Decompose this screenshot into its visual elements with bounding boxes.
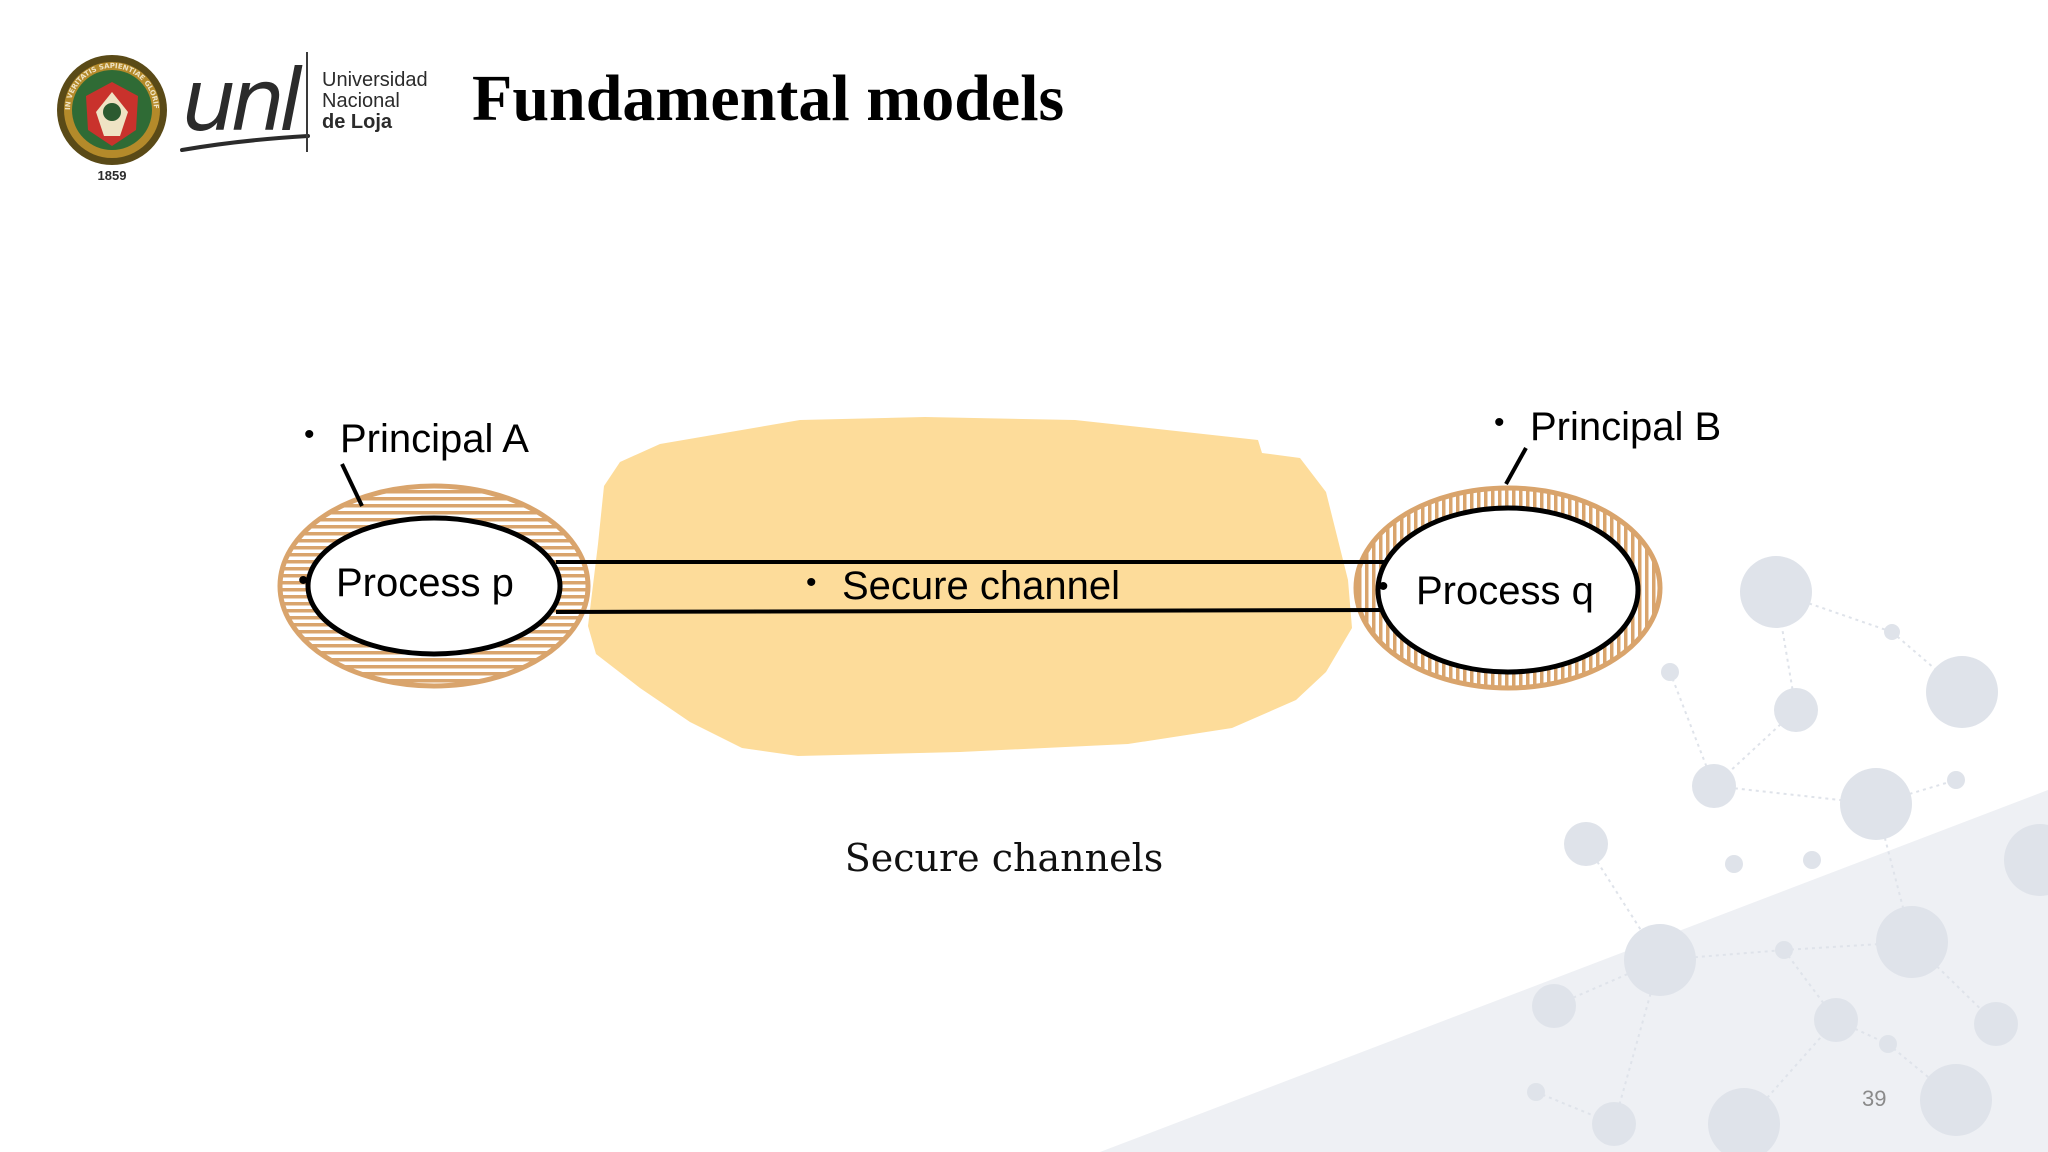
university-seal-icon: IN VERITATIS SAPIENTIAE GLORIFICATIO VIT… bbox=[56, 52, 167, 165]
principal-a-bullet: • bbox=[304, 418, 315, 451]
university-logo: IN VERITATIS SAPIENTIAE GLORIFICATIO VIT… bbox=[56, 48, 436, 188]
process-p-label: Process p bbox=[336, 561, 514, 605]
university-name-line-3: de Loja bbox=[322, 111, 393, 133]
process-q-label: Process q bbox=[1416, 569, 1594, 613]
channel-bullet: • bbox=[806, 566, 817, 599]
unl-wordmark-icon: unl bbox=[182, 51, 303, 151]
process-p-bullet: • bbox=[298, 564, 309, 597]
principal-b-leader bbox=[1504, 447, 1528, 485]
principal-b-label: Principal B bbox=[1530, 405, 1721, 449]
process-q-bullet: • bbox=[1378, 570, 1389, 603]
channel-region bbox=[588, 417, 1352, 756]
university-name-line-1: Universidad bbox=[322, 69, 428, 91]
university-name: Universidad Nacional de Loja bbox=[322, 70, 428, 133]
channel-line-bottom bbox=[555, 608, 1389, 614]
slide-title: Fundamental models bbox=[472, 62, 1065, 135]
principal-b-bullet: • bbox=[1494, 406, 1505, 439]
figure-caption: Secure channels bbox=[844, 836, 1164, 880]
university-name-line-2: Nacional bbox=[322, 90, 400, 112]
principal-a-leader bbox=[340, 463, 364, 507]
process-p-node bbox=[305, 515, 563, 657]
seal-year: 1859 bbox=[97, 168, 127, 183]
channel-label: Secure channel bbox=[842, 564, 1120, 608]
page-number: 39 bbox=[1862, 1086, 1887, 1111]
principal-a-label: Principal A bbox=[340, 417, 529, 461]
logo-divider bbox=[306, 52, 308, 152]
wordmark-swoosh bbox=[180, 134, 310, 152]
process-q-node bbox=[1375, 505, 1641, 675]
